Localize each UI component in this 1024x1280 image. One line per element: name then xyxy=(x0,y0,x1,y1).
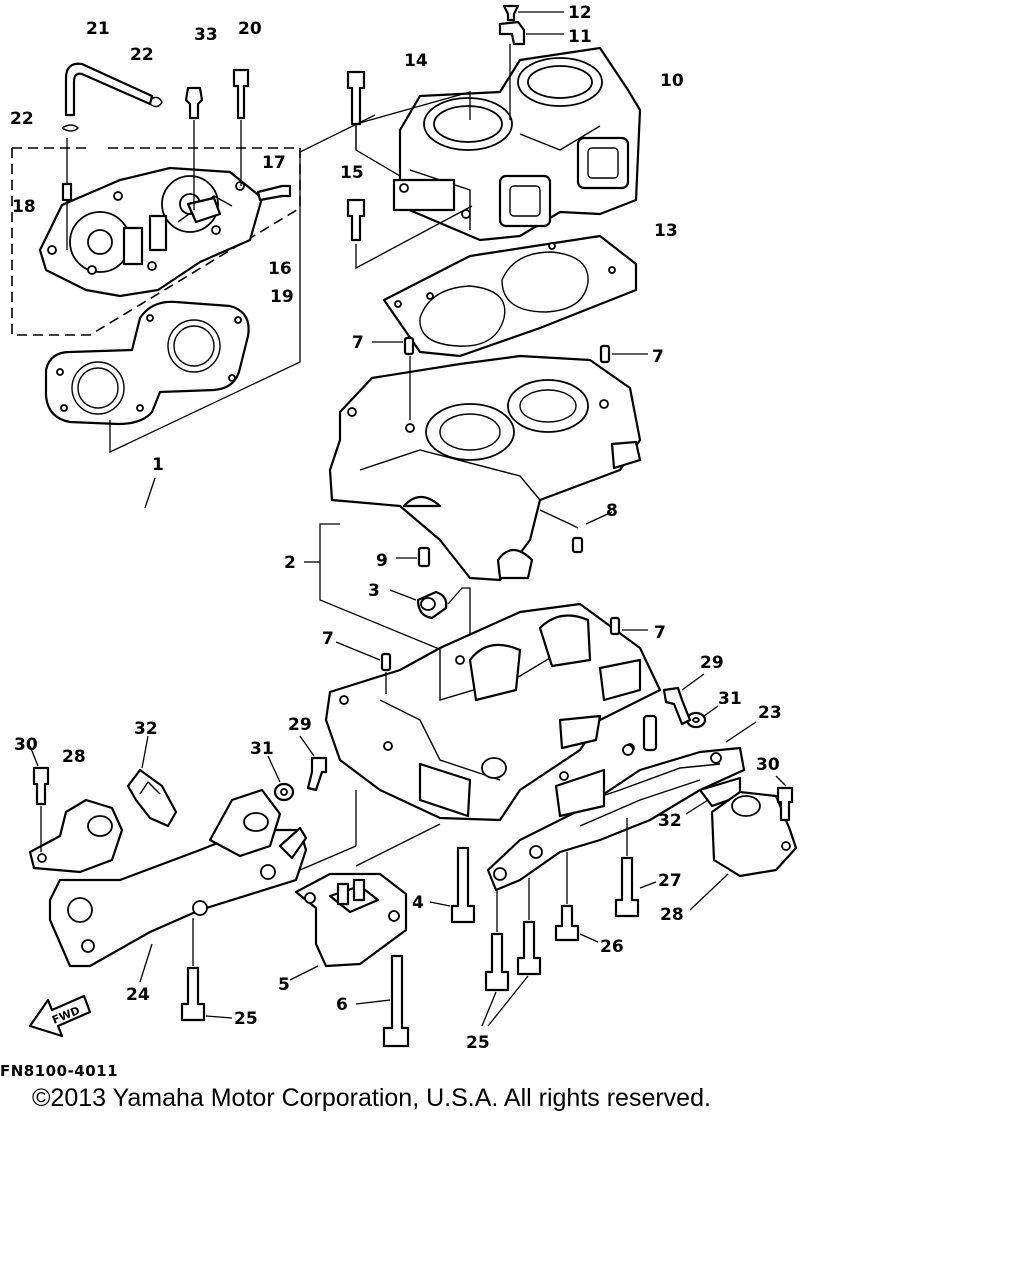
callout-29-left: 29 xyxy=(288,715,312,735)
callout-31-right: 31 xyxy=(718,689,742,709)
engine-bed-24 xyxy=(48,828,308,968)
mount-guide-32-left xyxy=(126,768,178,828)
bolt-30-right xyxy=(776,786,794,822)
callout-29-right: 29 xyxy=(700,653,724,673)
hose-clamp-lower xyxy=(61,124,79,132)
callout-7b: 7 xyxy=(652,347,664,367)
callout-5: 5 xyxy=(278,975,290,995)
callout-9: 9 xyxy=(376,551,388,571)
exploded-parts-diagram: FWD xyxy=(10,3,798,1053)
callout-24: 24 xyxy=(126,985,150,1005)
fitting-33 xyxy=(184,86,204,120)
callout-20: 20 xyxy=(238,19,262,39)
head-gasket xyxy=(44,300,250,426)
bolt-25-center-b xyxy=(516,920,542,976)
callout-6: 6 xyxy=(336,995,348,1015)
callout-15: 15 xyxy=(340,163,364,183)
dowel-pin-18 xyxy=(61,182,73,202)
callout-19: 19 xyxy=(270,287,294,307)
callout-18: 18 xyxy=(12,197,36,217)
cylinder-block-group xyxy=(346,4,642,358)
bolt-4 xyxy=(450,846,476,924)
callout-11: 11 xyxy=(568,27,592,47)
bolt-25-left xyxy=(180,966,206,1022)
callout-8: 8 xyxy=(606,501,618,521)
bolt-6 xyxy=(382,954,410,1048)
callout-32-left: 32 xyxy=(134,719,158,739)
bolt-25-center-a xyxy=(484,932,510,992)
callout-1: 1 xyxy=(152,455,164,475)
callout-4: 4 xyxy=(412,893,424,913)
upper-crankcase-group xyxy=(304,336,648,661)
callout-30-left: 30 xyxy=(14,735,38,755)
copyright-notice: ©2013 Yamaha Motor Corporation, U.S.A. A… xyxy=(32,1084,711,1112)
callout-21: 21 xyxy=(86,19,110,39)
rubber-mount-28-right xyxy=(710,790,798,878)
callout-26: 26 xyxy=(600,937,624,957)
dowel-pin-8 xyxy=(571,536,584,554)
callout-7d: 7 xyxy=(654,623,666,643)
crank-journal-lower-left xyxy=(468,643,522,702)
bolt-20 xyxy=(232,68,250,120)
lower-crankcase-group xyxy=(324,602,662,822)
callout-30-right: 30 xyxy=(756,755,780,775)
callout-labels: 21 22 33 20 22 17 18 16 19 1 12 11 14 10… xyxy=(10,3,782,1053)
callout-27: 27 xyxy=(658,871,682,891)
callout-23: 23 xyxy=(758,703,782,723)
bracket-11 xyxy=(498,20,526,46)
hose-clamp xyxy=(149,96,163,108)
head-fitting xyxy=(186,196,222,224)
callout-10: 10 xyxy=(660,71,684,91)
screw-12 xyxy=(502,4,520,22)
callout-14: 14 xyxy=(404,51,428,71)
dowel-pin-7d xyxy=(609,616,621,636)
callout-16: 16 xyxy=(268,259,292,279)
callout-31-left: 31 xyxy=(250,739,274,759)
callout-32-right: 32 xyxy=(658,811,682,831)
callout-28-right: 28 xyxy=(660,905,684,925)
bolt-29-left xyxy=(306,756,328,792)
dowel-pin-7b xyxy=(599,344,611,364)
dowel-pin-9 xyxy=(417,546,431,568)
bolt-27 xyxy=(614,856,640,918)
dowel-pin-7c xyxy=(380,652,392,672)
crank-journal-lower-right xyxy=(538,614,592,668)
exhaust-port-right xyxy=(576,136,630,190)
callout-28-left: 28 xyxy=(62,747,86,767)
exhaust-port-left xyxy=(498,174,552,228)
crank-journal-upper xyxy=(402,495,442,508)
callout-2: 2 xyxy=(284,553,296,573)
upper-crankcase xyxy=(328,354,642,582)
lower-crankcase xyxy=(324,602,662,822)
bolt-30-left xyxy=(32,766,50,806)
figure-code: FN8100-4011 xyxy=(0,1062,119,1080)
bolt-26 xyxy=(554,904,580,942)
hose xyxy=(64,62,154,117)
callout-7c: 7 xyxy=(322,629,334,649)
callout-3: 3 xyxy=(368,581,380,601)
callout-22-top: 22 xyxy=(130,45,154,65)
callout-7a: 7 xyxy=(352,333,364,353)
fitting-tube xyxy=(642,714,658,752)
bolt-14 xyxy=(346,70,366,126)
cylinder-base-gasket xyxy=(382,234,638,358)
callout-12: 12 xyxy=(568,3,592,23)
callout-13: 13 xyxy=(654,221,678,241)
callout-22-left: 22 xyxy=(10,109,34,129)
right-engine-mount-group xyxy=(289,673,798,1048)
cylinder-head-group xyxy=(11,62,376,509)
callout-17: 17 xyxy=(262,153,286,173)
fwd-arrow xyxy=(28,994,92,1038)
left-engine-mount-group: FWD xyxy=(28,735,357,1038)
bolt-29-right xyxy=(662,686,692,726)
dowel-pin-7a xyxy=(403,336,415,356)
callout-33: 33 xyxy=(194,25,218,45)
bolt-17 xyxy=(256,184,292,202)
bolt-15 xyxy=(346,198,366,242)
callout-25-center: 25 xyxy=(466,1033,490,1053)
callout-25-left: 25 xyxy=(234,1009,258,1029)
rubber-mount-5 xyxy=(294,872,408,968)
